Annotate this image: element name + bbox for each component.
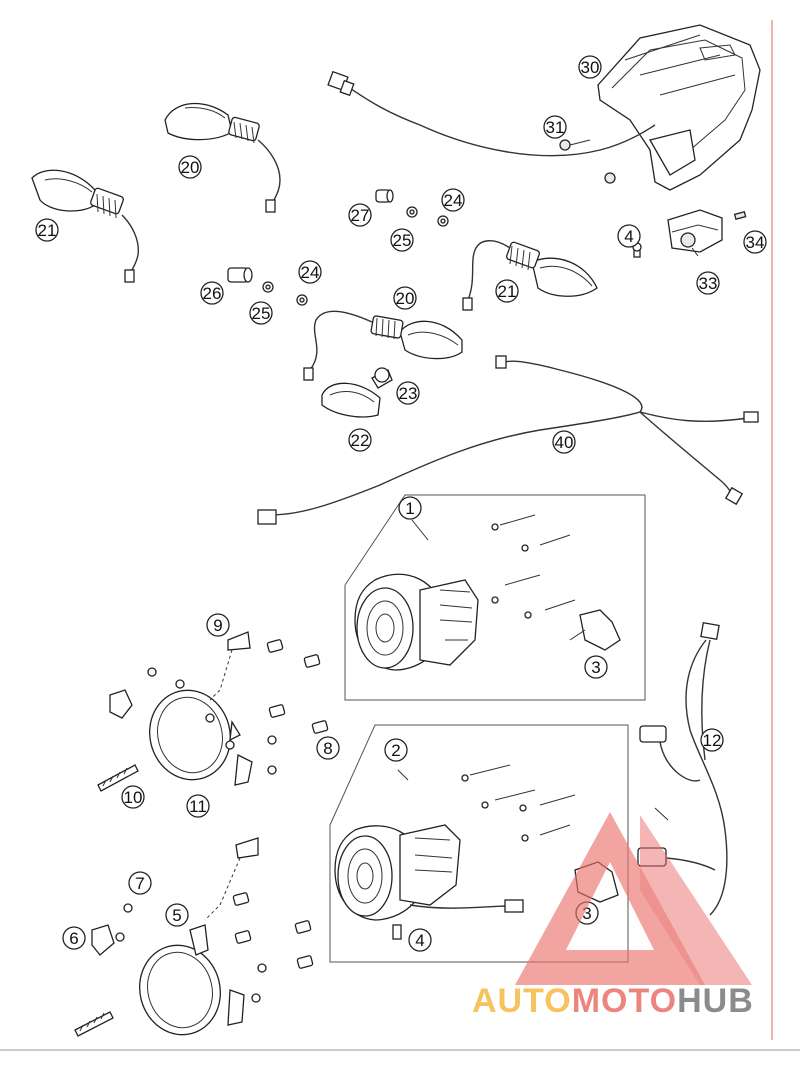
callout-12: 12 [700, 728, 724, 752]
callout-number: 25 [393, 231, 412, 250]
callout-25-upper: 25 [390, 228, 414, 252]
callout-21-rear: 21 [35, 218, 59, 242]
callout-number: 12 [703, 731, 722, 750]
rear-indicator-left [164, 102, 281, 213]
callout-9: 9 [206, 613, 230, 637]
callout-number: 26 [203, 284, 222, 303]
rear-indicator-right [31, 169, 139, 283]
callout-number: 20 [396, 289, 415, 308]
tail-light-assembly [327, 24, 761, 191]
callout-number: 7 [135, 874, 144, 893]
wiring-harness [257, 355, 759, 525]
callout-number: 1 [405, 499, 414, 518]
callout-27: 27 [348, 203, 372, 227]
callout-26: 26 [200, 281, 224, 305]
callout-number: 27 [351, 206, 370, 225]
callout-number: 9 [213, 616, 222, 635]
callout-23: 23 [396, 381, 420, 405]
callout-31: 31 [543, 115, 567, 139]
callout-8: 8 [316, 736, 340, 760]
watermark-text: AUTOMOTOHUB [472, 982, 754, 1020]
callout-number: 8 [323, 739, 332, 758]
callout-number: 20 [181, 158, 200, 177]
callout-number: 2 [391, 741, 400, 760]
callout-22: 22 [348, 428, 372, 452]
callouts: 30 31 20 21 27 24 25 4 34 33 24 26 25 20… [35, 55, 767, 952]
callout-number: 11 [189, 797, 207, 816]
callout-11: 11 [186, 794, 210, 818]
callout-number: 40 [555, 433, 574, 452]
callout-25-lower: 25 [249, 301, 273, 325]
callout-20-front: 20 [393, 286, 417, 310]
callout-number: 24 [444, 191, 463, 210]
callout-number: 21 [498, 282, 517, 301]
callout-21-front: 21 [495, 279, 519, 303]
callout-6: 6 [62, 926, 86, 950]
callout-number: 34 [746, 233, 765, 252]
callout-5: 5 [165, 903, 189, 927]
callout-10: 10 [121, 785, 145, 809]
callout-number: 30 [581, 58, 600, 77]
mounting-hardware [227, 189, 449, 306]
callout-1: 1 [398, 496, 422, 520]
watermark-auto: AUTO [472, 982, 572, 1020]
callout-33: 33 [696, 271, 720, 295]
callout-20-rear: 20 [178, 155, 202, 179]
watermark-logo: AUTOMOTOHUB [472, 812, 754, 1020]
callout-3-upper: 3 [584, 655, 608, 679]
callout-number: 3 [582, 904, 591, 923]
callout-number: 23 [399, 384, 418, 403]
callout-number: 24 [301, 263, 320, 282]
headlight-unit-2 [329, 724, 629, 963]
callout-number: 4 [415, 931, 424, 950]
callout-30: 30 [578, 55, 602, 79]
callout-2: 2 [384, 738, 408, 762]
front-indicator-right [462, 240, 598, 311]
headlight-mount-upper [97, 631, 329, 792]
watermark-moto: MOTO [572, 982, 677, 1020]
watermark-hub: HUB [677, 982, 754, 1020]
callout-7: 7 [128, 871, 152, 895]
callout-4-lower: 4 [408, 928, 432, 952]
callout-number: 31 [546, 118, 565, 137]
callout-number: 6 [69, 929, 78, 948]
indicator-lens-and-bulb [321, 367, 393, 418]
callout-4-upper: 4 [617, 224, 641, 248]
callout-40: 40 [552, 430, 576, 454]
callout-number: 21 [38, 221, 57, 240]
front-indicator-left [303, 310, 463, 381]
callout-number: 22 [351, 431, 370, 450]
callout-number: 4 [624, 227, 633, 246]
callout-24-lower: 24 [298, 260, 322, 284]
callout-24-upper: 24 [441, 188, 465, 212]
headlight-unit-1 [344, 494, 646, 701]
callout-number: 33 [699, 274, 718, 293]
headlight-mount-lower [74, 837, 314, 1037]
callout-number: 25 [252, 304, 271, 323]
licence-plate-light [632, 209, 747, 258]
callout-number: 10 [124, 788, 143, 807]
callout-number: 5 [172, 906, 181, 925]
callout-number: 3 [591, 658, 600, 677]
callout-34: 34 [743, 230, 767, 254]
